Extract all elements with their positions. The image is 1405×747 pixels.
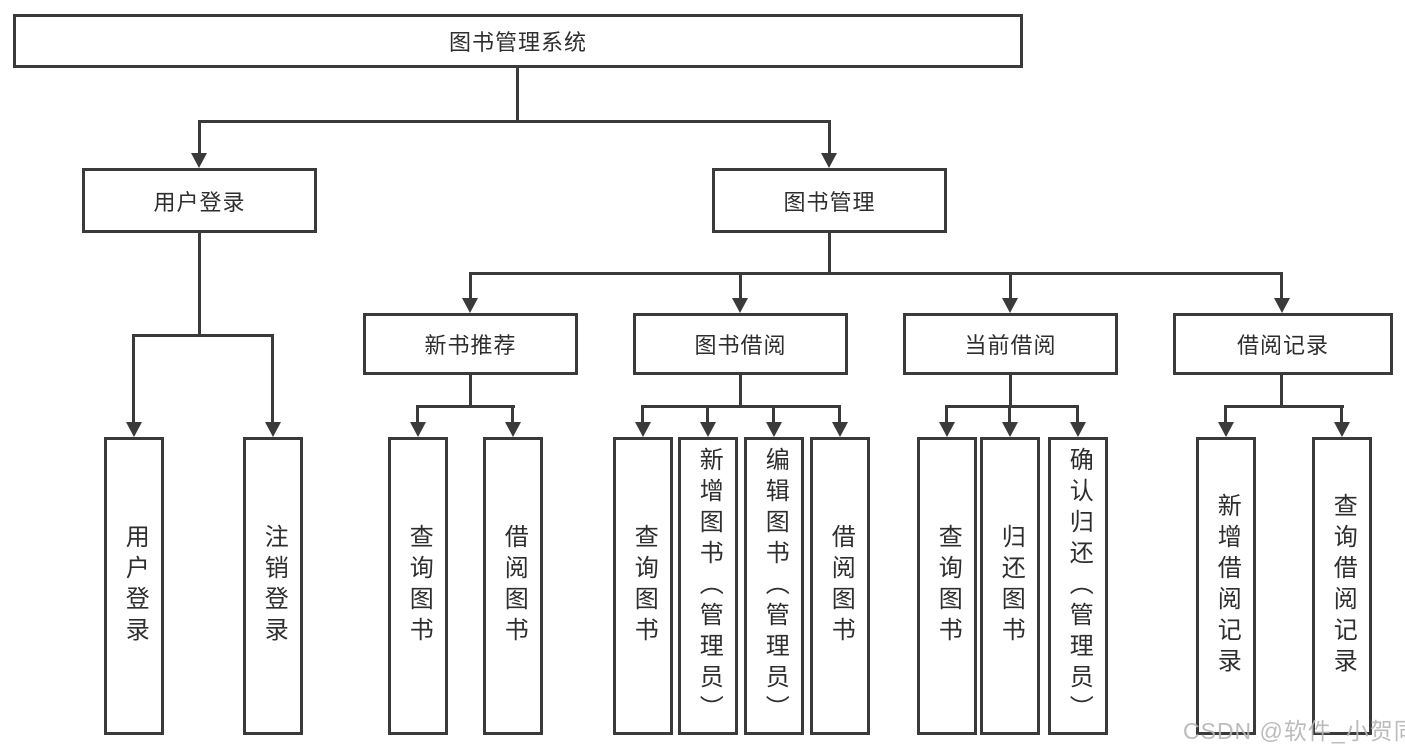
node-root-label: 图书管理系统 [448,30,587,55]
connector-mgmt-split [469,272,1283,275]
leaf-query-books-current: 查询图书 [917,437,977,735]
arrowhead-borrow-records [1274,298,1290,313]
arrowhead-leaf5 [635,422,651,437]
arrowhead-new-book [462,298,478,313]
arrowhead-book-management [821,153,837,168]
connector-newbook-stem [469,375,472,405]
connector-root-stem [516,68,519,120]
node-current-borrow: 当前借阅 [903,313,1118,375]
leaf-add-book-admin: 新增图书（管理员） [678,437,738,735]
connector-mgmt-stem [828,233,831,272]
connector-drop-book-management [828,120,831,156]
leaf-user-login: 用户登录 [104,437,164,735]
arrowhead-leaf3 [410,422,426,437]
leaf-query-books-recommend-label: 查询图书 [405,524,433,648]
connector-current-stem [1009,375,1012,405]
arrowhead-leaf13 [1334,422,1350,437]
csdn-watermark: CSDN @软件_小贺同学 [1183,718,1405,744]
connector-borrow-split [641,405,841,408]
connector-drop-leaf8 [838,405,841,424]
leaf-borrow-books-borrow: 借阅图书 [810,437,870,735]
connector-drop-current-borrow [1009,272,1012,300]
connector-drop-leaf-logout [271,334,274,424]
arrowhead-leaf10 [1002,422,1018,437]
arrowhead-leaf-user-login [126,422,142,437]
leaf-query-books-borrow-label: 查询图书 [630,524,658,648]
arrowhead-leaf11 [1070,422,1086,437]
connector-drop-leaf7 [772,405,775,424]
connector-drop-leaf3 [416,405,419,424]
node-current-borrow-label: 当前借阅 [964,333,1057,358]
leaf-query-books-recommend: 查询图书 [388,437,448,735]
leaf-add-borrow-record-label: 新增借阅记录 [1213,493,1241,679]
leaf-query-books-borrow: 查询图书 [613,437,673,735]
node-borrow-records-label: 借阅记录 [1236,333,1329,358]
arrowhead-current-borrow [1002,298,1018,313]
arrowhead-leaf8 [832,422,848,437]
arrowhead-leaf6 [700,422,716,437]
leaf-add-borrow-record: 新增借阅记录 [1196,437,1256,735]
arrowhead-user-login [191,153,207,168]
connector-drop-book-borrow [739,272,742,300]
leaf-edit-book-admin: 编辑图书（管理员） [744,437,804,735]
arrowhead-leaf4 [505,422,521,437]
connector-drop-leaf6 [706,405,709,424]
node-book-borrow: 图书借阅 [633,313,848,375]
connector-drop-leaf5 [641,405,644,424]
node-new-book-recommend-label: 新书推荐 [424,333,517,358]
node-user-login-label: 用户登录 [153,189,246,215]
leaf-query-borrow-record: 查询借阅记录 [1312,437,1372,735]
leaf-return-book: 归还图书 [980,437,1040,735]
leaf-query-books-current-label: 查询图书 [934,524,962,648]
leaf-logout-label: 注销登录 [260,524,288,648]
connector-drop-leaf-user-login [132,334,135,424]
connector-drop-borrow-records [1280,272,1283,300]
connector-login-split [132,334,274,337]
node-book-management-label: 图书管理 [783,189,876,215]
leaf-confirm-return-admin-label: 确认归还（管理员） [1065,446,1093,726]
node-book-management: 图书管理 [712,168,947,233]
leaf-user-login-label: 用户登录 [121,524,149,648]
leaf-add-book-admin-label: 新增图书（管理员） [695,446,723,726]
connector-drop-leaf4 [511,405,514,424]
connector-borrow-stem [739,375,742,405]
connector-login-stem [198,233,201,334]
leaf-edit-book-admin-label: 编辑图书（管理员） [761,446,789,726]
connector-current-split [945,405,1079,408]
connector-drop-leaf11 [1076,405,1079,424]
arrowhead-leaf9 [939,422,955,437]
connector-drop-new-book [469,272,472,300]
leaf-logout: 注销登录 [243,437,303,735]
connector-drop-leaf13 [1340,405,1343,424]
leaf-borrow-books-borrow-label: 借阅图书 [827,524,855,648]
arrowhead-leaf7 [766,422,782,437]
leaf-return-book-label: 归还图书 [997,524,1025,648]
connector-drop-leaf9 [945,405,948,424]
node-root: 图书管理系统 [13,14,1023,68]
node-new-book-recommend: 新书推荐 [363,313,578,375]
leaf-confirm-return-admin: 确认归还（管理员） [1048,437,1108,735]
connector-records-split [1224,405,1344,408]
arrowhead-leaf12 [1218,422,1234,437]
connector-root-split [198,120,831,123]
node-user-login: 用户登录 [82,168,317,233]
node-book-borrow-label: 图书借阅 [694,333,787,358]
leaf-query-borrow-record-label: 查询借阅记录 [1329,493,1357,679]
arrowhead-book-borrow [732,298,748,313]
connector-records-stem [1280,375,1283,405]
connector-newbook-split [416,405,515,408]
leaf-borrow-books-recommend: 借阅图书 [483,437,543,735]
connector-drop-leaf10 [1008,405,1011,424]
connector-drop-user-login [198,120,201,156]
arrowhead-leaf-logout [265,422,281,437]
leaf-borrow-books-recommend-label: 借阅图书 [500,524,528,648]
node-borrow-records: 借阅记录 [1173,313,1393,375]
connector-drop-leaf12 [1224,405,1227,424]
